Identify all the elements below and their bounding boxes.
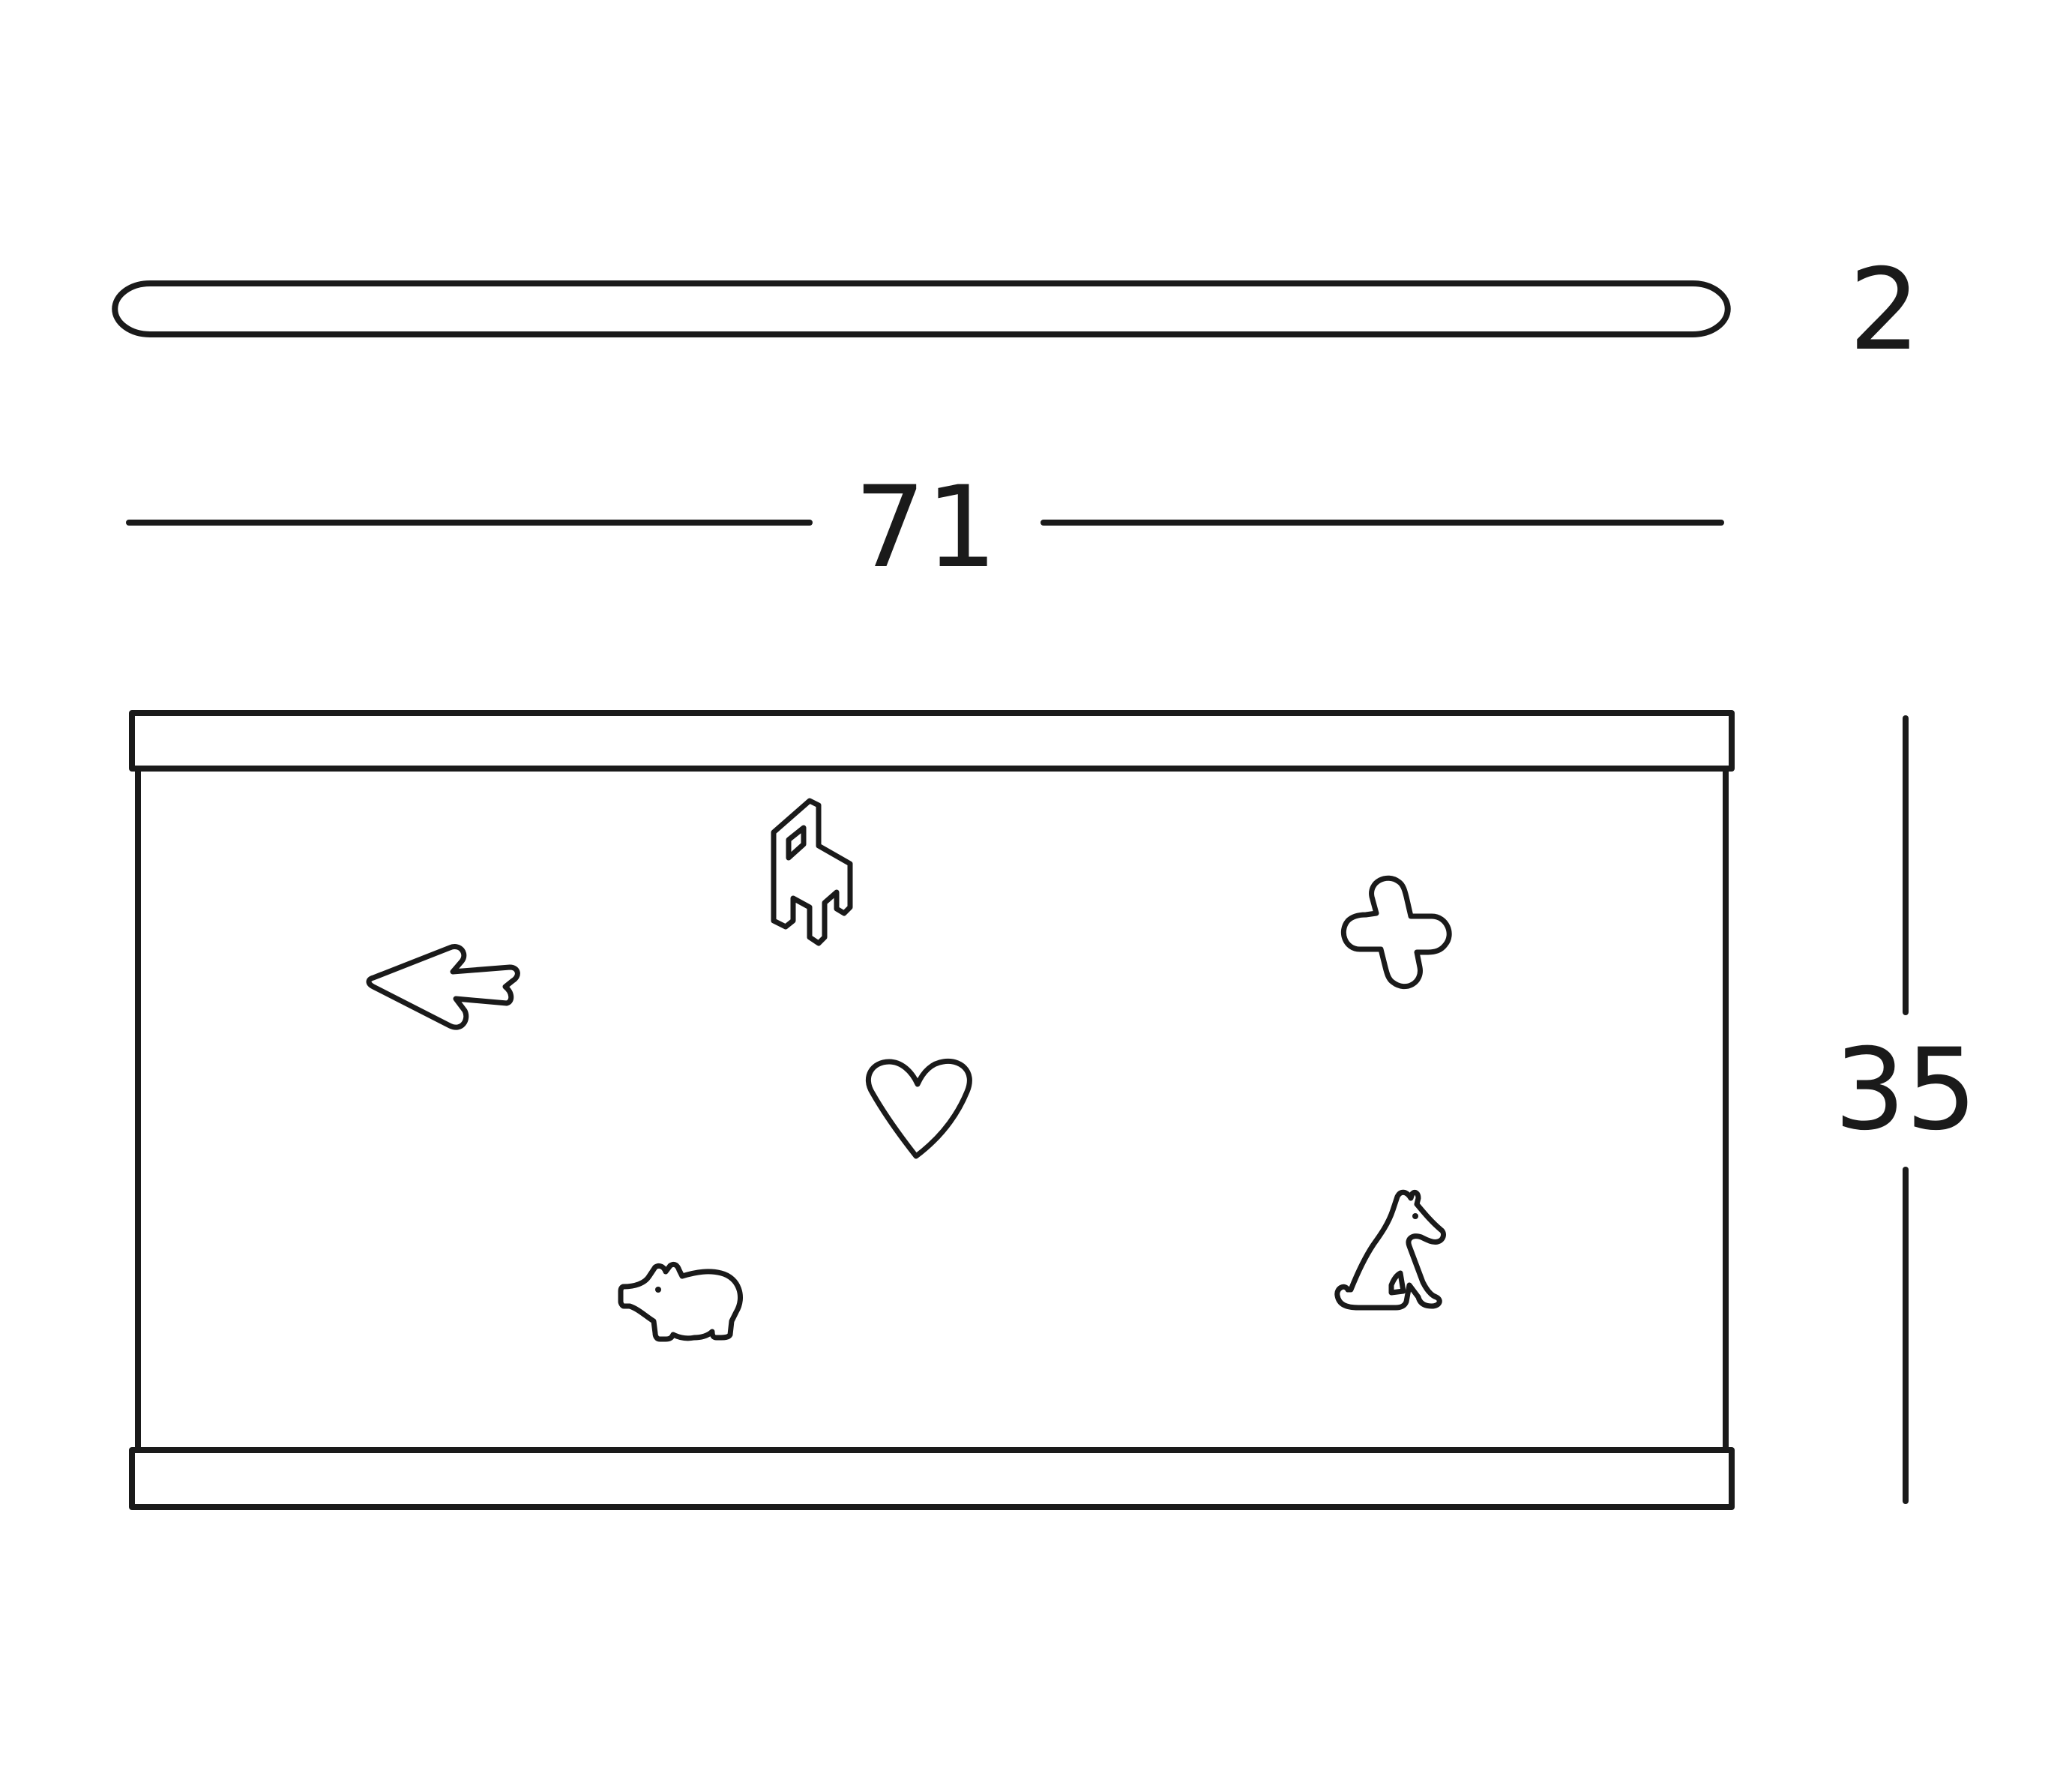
thickness-label: 2 <box>1849 245 1920 376</box>
height-label: 35 <box>1834 1025 1978 1155</box>
bottom-rail <box>129 1447 1735 1510</box>
arrow-icon <box>366 944 520 1030</box>
thickness-profile <box>112 280 1731 337</box>
heart-icon <box>866 1058 972 1159</box>
cross-icon <box>1341 875 1452 989</box>
pig-icon <box>618 1261 743 1342</box>
width-label: 71 <box>855 463 998 593</box>
top-rail <box>129 710 1735 772</box>
chair-icon <box>771 798 853 946</box>
dog-icon <box>1334 1189 1446 1311</box>
